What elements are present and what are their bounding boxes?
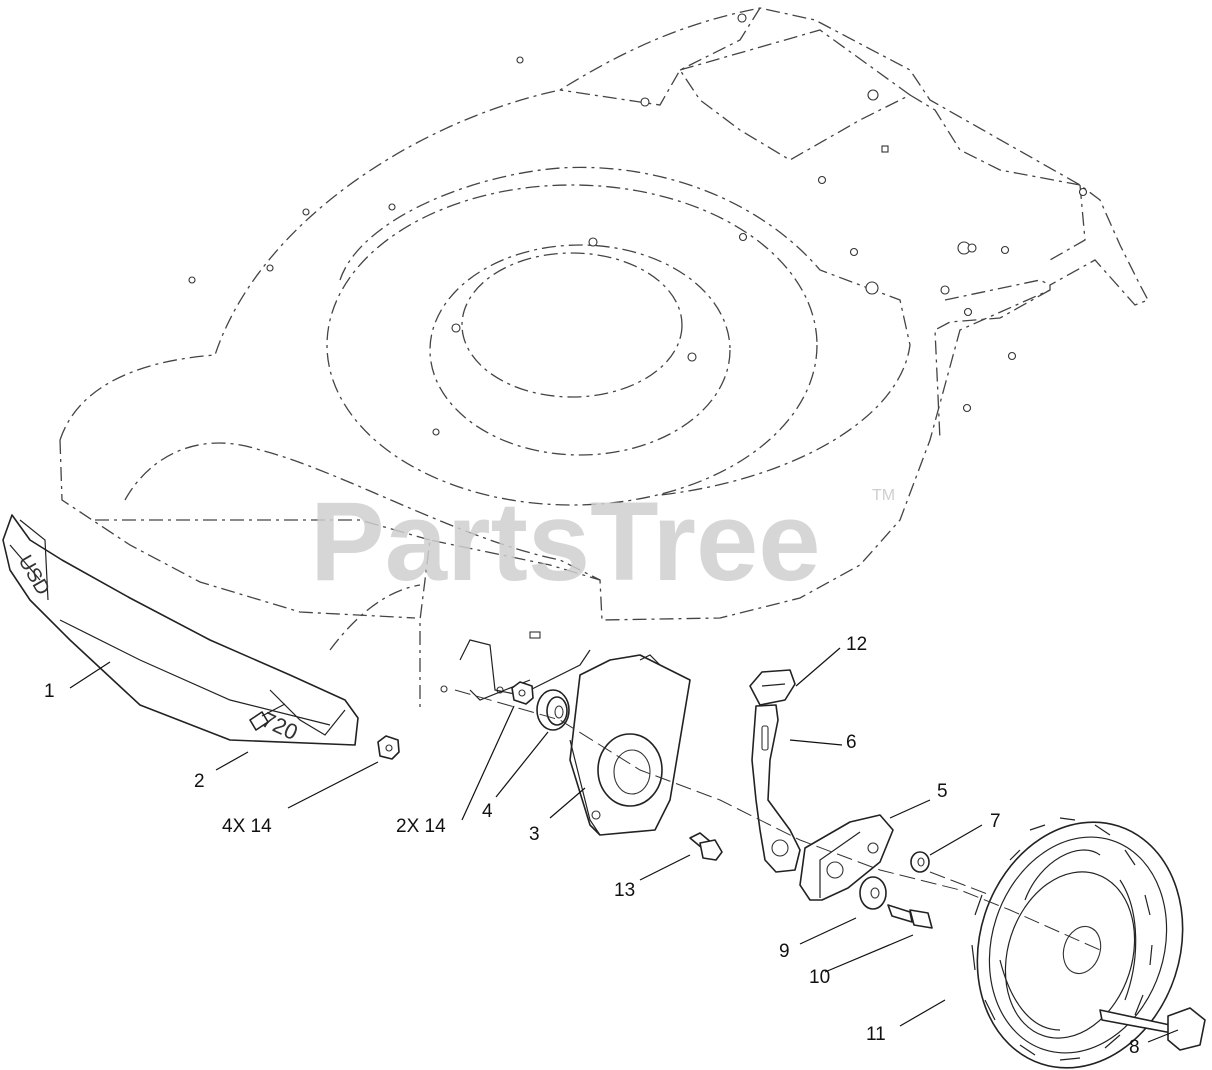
height-knob-part-12 [749, 669, 796, 706]
spacer-part-9 [859, 876, 887, 910]
leader-11 [899, 999, 946, 1027]
callout-2: 2 [194, 771, 205, 792]
adjuster-plate-part-3 [569, 654, 691, 836]
leader-7 [929, 824, 983, 856]
leader-6 [789, 739, 843, 746]
callout-13: 13 [614, 880, 635, 901]
callout-4x14: 4X 14 [222, 816, 272, 837]
leader-12 [795, 647, 841, 687]
callout-10: 10 [809, 967, 830, 988]
nut-part-14-bracket [511, 681, 534, 705]
bolt-part-13 [689, 832, 723, 861]
callout-6: 6 [846, 732, 857, 753]
callout-12: 12 [846, 634, 867, 655]
callout-2x14: 2X 14 [396, 816, 446, 837]
leader-1 [69, 661, 111, 689]
hex-nut-part-14 [377, 735, 400, 760]
leader-10 [824, 934, 914, 973]
leader-4x14 [287, 761, 379, 809]
leader-8 [1147, 1029, 1179, 1043]
leader-lines [69, 647, 1179, 1043]
leader-3 [549, 787, 586, 819]
callout-11: 11 [866, 1024, 886, 1045]
callout-4: 4 [482, 801, 493, 822]
leader-2x14 [461, 705, 515, 821]
watermark: PartsTree TM [310, 479, 895, 604]
leader-9 [799, 917, 857, 945]
leader-4 [495, 731, 549, 798]
callout-1: 1 [44, 681, 55, 702]
leader-13 [639, 854, 691, 881]
screw-part-2 [249, 703, 286, 731]
mower-deck [59, 7, 1149, 710]
wheel-part-11 [971, 817, 1184, 1069]
callout-5: 5 [937, 781, 948, 802]
callout-labels: 1 2 2X 14 3 4 4X 14 5 6 7 8 9 10 11 12 1… [44, 634, 1140, 1058]
leader-2 [215, 751, 249, 771]
callout-8: 8 [1129, 1037, 1140, 1058]
height-adjust-lever-part-6 [751, 704, 801, 873]
callout-7: 7 [990, 811, 1001, 832]
front-bumper-part: USD 720 [2, 514, 359, 746]
bolt-part-10 [887, 904, 933, 929]
callout-3: 3 [529, 824, 540, 845]
washer-part-7 [910, 851, 930, 873]
leader-5 [889, 799, 931, 819]
watermark-trademark: TM [872, 487, 895, 504]
watermark-text: PartsTree [310, 479, 821, 604]
bushing-part-4 [536, 689, 570, 731]
assembly-axis-lines [454, 689, 1101, 951]
callout-9: 9 [779, 941, 790, 962]
